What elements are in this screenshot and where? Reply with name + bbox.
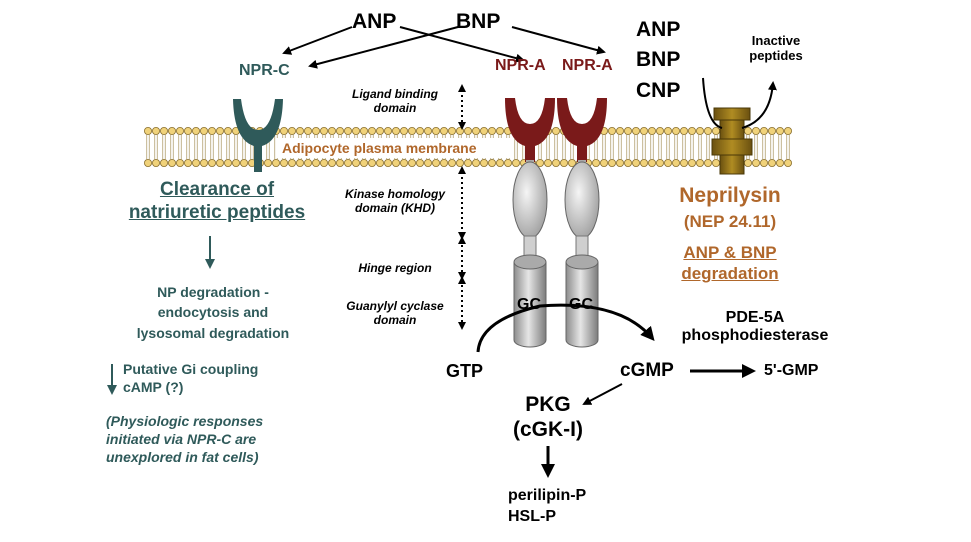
npr-a-label-2: NPR-A — [562, 57, 613, 74]
clearance-line-2: natriuretic peptides — [128, 202, 306, 224]
khd-line-1: Kinase homology — [344, 187, 445, 201]
gi-coupling-line-2: cAMP (?) — [123, 379, 184, 396]
khd-line-2: domain (KHD) — [355, 200, 435, 215]
gtp-label: GTP — [446, 361, 484, 381]
physiologic-responses-note: (Physiologic responses initiated via NPR… — [106, 412, 263, 467]
neprilysin-enzyme — [711, 107, 753, 175]
domain-arrowheads — [458, 84, 466, 330]
guanylyl-cyclase-domain-label: Guanylyl cyclase domain — [336, 299, 454, 328]
ligand-binding-line-1: Ligand binding — [352, 87, 438, 101]
np-degradation-text: NP degradation - endocytosis and lysosom… — [118, 282, 308, 343]
gtp-to-cgmp-arc — [476, 303, 655, 353]
stack-anp-label: ANP — [636, 18, 681, 41]
targets-label: perilipin-P HSL-P — [508, 486, 586, 528]
physiologic-line-3: unexplored in fat cells) — [106, 449, 259, 466]
perilipin-label: perilipin-P — [508, 487, 587, 504]
physiologic-line-2: initiated via NPR-C are — [106, 431, 257, 448]
stack-cnp-label: CNP — [636, 79, 681, 102]
pde-line-1: PDE-5A — [725, 309, 785, 326]
np-degradation-line-2: endocytosis and — [157, 304, 269, 321]
membrane-label: Adipocyte plasma membrane — [282, 140, 477, 156]
inactive-peptides-line-1: Inactive — [751, 33, 801, 48]
cgmp-label: cGMP — [620, 360, 674, 381]
inactive-peptides-label: Inactive peptides — [734, 33, 818, 64]
nep-degradation-line-2: degradation — [681, 264, 779, 284]
ligand-binding-domain-label: Ligand binding domain — [336, 87, 454, 116]
hsl-label: HSL-P — [508, 507, 556, 525]
npr-a-receptor-2 — [557, 98, 607, 348]
gi-coupling-text: Putative Gi coupling cAMP (?) — [123, 360, 258, 396]
nep-degradation-line-1: ANP & BNP — [683, 243, 777, 262]
npr-a-receptor-1 — [505, 98, 555, 348]
npr-a-label-1: NPR-A — [495, 57, 546, 74]
clearance-line-1: Clearance of — [159, 179, 275, 200]
pde-label: PDE-5A phosphodiesterase — [670, 309, 840, 344]
guanylyl-line-2: domain — [373, 312, 417, 327]
neprilysin-label: Neprilysin — [679, 184, 781, 207]
ligand-arrows — [282, 26, 606, 69]
anp-label: ANP — [352, 10, 397, 33]
bnp-label: BNP — [456, 10, 501, 33]
clearance-title: Clearance of natriuretic peptides — [112, 178, 322, 224]
np-degradation-line-1: NP degradation - — [157, 284, 269, 300]
cgmp-to-pkg-arrow — [582, 383, 623, 405]
neprilysin-arc — [702, 78, 773, 129]
pkg-line-2: (cGK-I) — [513, 418, 583, 442]
gc-label-1: GC — [517, 296, 541, 313]
ligand-binding-line-2: domain — [373, 100, 417, 115]
guanylyl-line-1: Guanylyl cyclase — [346, 299, 444, 313]
gc-label-2: GC — [569, 296, 593, 313]
npr-c-receptor — [233, 99, 283, 172]
hinge-region-label: Hinge region — [358, 261, 432, 275]
khd-label: Kinase homology domain (KHD) — [336, 187, 454, 216]
physiologic-line-1: (Physiologic responses — [106, 413, 264, 429]
gmp-label: 5'-GMP — [764, 362, 819, 379]
inactive-peptides-line-2: peptides — [749, 47, 803, 63]
np-degradation-line-3: lysosomal degradation — [136, 324, 290, 341]
nep-code-label: (NEP 24.11) — [683, 212, 777, 231]
anp-bnp-degradation-label: ANP & BNP degradation — [664, 242, 796, 285]
pkg-line-1: PKG — [525, 393, 571, 416]
clearance-arrows — [107, 236, 215, 395]
stack-bnp-label: BNP — [636, 48, 681, 71]
npr-c-label: NPR-C — [239, 62, 290, 79]
gi-coupling-line-1: Putative Gi coupling — [123, 361, 259, 377]
pkg-label: PKG (cGK-I) — [500, 392, 596, 442]
pde-line-2: phosphodiesterase — [681, 326, 829, 344]
